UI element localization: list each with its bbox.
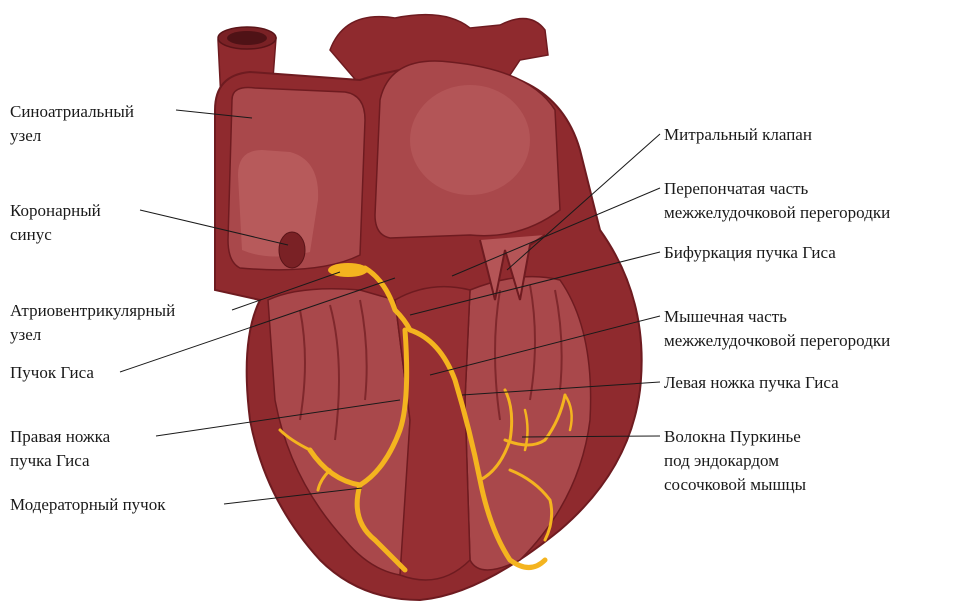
- label-line: Пучок Гиса: [10, 363, 94, 382]
- label-line: пучка Гиса: [10, 451, 90, 470]
- label-line: Митральный клапан: [664, 125, 812, 144]
- label-av-node: Атриовентрикулярный узел: [10, 301, 179, 344]
- labels-left: Синоатриальный узел Коронарный синус Атр…: [10, 102, 179, 514]
- label-line: Атриовентрикулярный: [10, 301, 175, 320]
- label-bundle-his: Пучок Гиса: [10, 363, 94, 382]
- label-coronary-sinus: Коронарный синус: [10, 201, 105, 244]
- label-line: Синоатриальный: [10, 102, 134, 121]
- right-ventricle-cavity: [268, 289, 410, 575]
- label-moderator-band: Модераторный пучок: [10, 495, 166, 514]
- heart-illustration: [215, 15, 642, 600]
- label-line: Перепончатая часть: [664, 179, 809, 198]
- labels-right: Митральный клапан Перепончатая часть меж…: [664, 125, 890, 494]
- label-line: сосочковой мышцы: [664, 475, 807, 494]
- label-line: синус: [10, 225, 52, 244]
- label-line: межжелудочковой перегородки: [664, 331, 890, 350]
- label-mitral-valve: Митральный клапан: [664, 125, 812, 144]
- label-his-bifurcation: Бифуркация пучка Гиса: [664, 243, 836, 262]
- label-left-bundle-branch: Левая ножка пучка Гиса: [664, 373, 839, 392]
- label-right-bundle-branch: Правая ножка пучка Гиса: [10, 427, 114, 470]
- label-line: Правая ножка: [10, 427, 111, 446]
- label-line: узел: [10, 126, 42, 145]
- label-muscular-septum: Мышечная часть межжелудочковой перегород…: [664, 307, 890, 350]
- label-line: узел: [10, 325, 42, 344]
- label-line: Левая ножка пучка Гиса: [664, 373, 839, 392]
- label-line: Волокна Пуркинье: [664, 427, 801, 446]
- label-purkinje-fibers: Волокна Пуркинье под эндокардом сосочков…: [664, 427, 807, 494]
- label-line: Модераторный пучок: [10, 495, 166, 514]
- av-node-shape: [328, 263, 368, 277]
- label-membranous-septum: Перепончатая часть межжелудочковой перег…: [664, 179, 890, 222]
- coronary-sinus-opening: [279, 232, 305, 268]
- label-line: Мышечная часть: [664, 307, 787, 326]
- label-line: Коронарный: [10, 201, 101, 220]
- label-sa-node: Синоатриальный узел: [10, 102, 138, 145]
- label-line: межжелудочковой перегородки: [664, 203, 890, 222]
- label-line: Бифуркация пучка Гиса: [664, 243, 836, 262]
- label-line: под эндокардом: [664, 451, 779, 470]
